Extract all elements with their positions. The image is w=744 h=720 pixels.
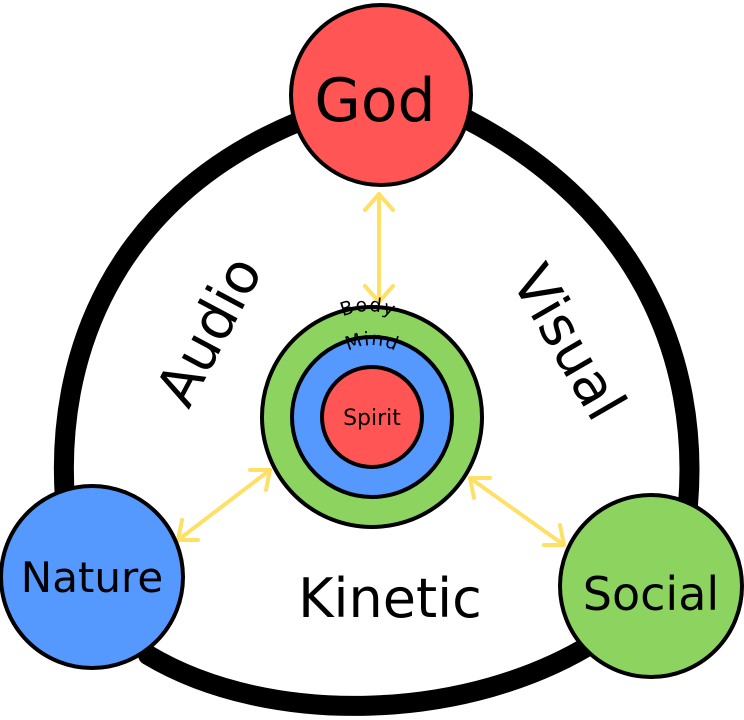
core-circles xyxy=(260,305,484,529)
audio-label: Audio xyxy=(144,246,276,417)
nature-label: Nature xyxy=(21,553,163,602)
nature-core-arrow xyxy=(176,468,272,542)
social-node: Social xyxy=(558,493,744,679)
arrows xyxy=(176,192,566,547)
social-label: Social xyxy=(583,567,719,621)
visual-label: Visual xyxy=(498,254,638,431)
outer-triangle-outline xyxy=(53,110,700,716)
god-node: God xyxy=(289,3,473,187)
nature-node: Nature xyxy=(0,484,185,670)
kinetic-label: Kinetic xyxy=(298,567,482,630)
god-label: God xyxy=(314,66,435,136)
god-core-arrow xyxy=(363,192,395,304)
social-core-arrow xyxy=(468,476,566,547)
spirit-label: Spirit xyxy=(343,406,401,431)
spirit-core xyxy=(320,365,424,469)
